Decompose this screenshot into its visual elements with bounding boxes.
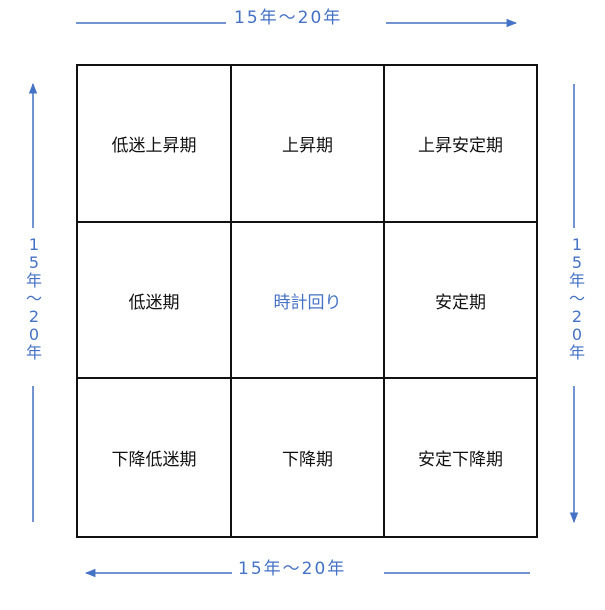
right-period-label: 15年～20年 [568, 235, 585, 362]
cell-clockwise: 時計回り [232, 223, 385, 379]
cell-decline: 下降期 [232, 379, 385, 536]
cell-stable: 安定期 [385, 223, 536, 379]
cell-rise-stable: 上昇安定期 [385, 66, 536, 223]
cell-decline-stagnation: 下降低迷期 [78, 379, 232, 536]
cell-stagnation-rise: 低迷上昇期 [78, 66, 232, 223]
top-period-label: 15年～20年 [228, 8, 349, 28]
bottom-period-label: 15年～20年 [232, 559, 353, 579]
phase-grid: 低迷上昇期 上昇期 上昇安定期 低迷期 時計回り 安定期 下降低迷期 下降期 安… [76, 64, 538, 538]
cell-rise: 上昇期 [232, 66, 385, 223]
cell-stable-decline: 安定下降期 [418, 450, 503, 470]
left-period-label: 15年～20年 [25, 235, 42, 362]
cell-stagnation: 低迷期 [78, 223, 232, 379]
